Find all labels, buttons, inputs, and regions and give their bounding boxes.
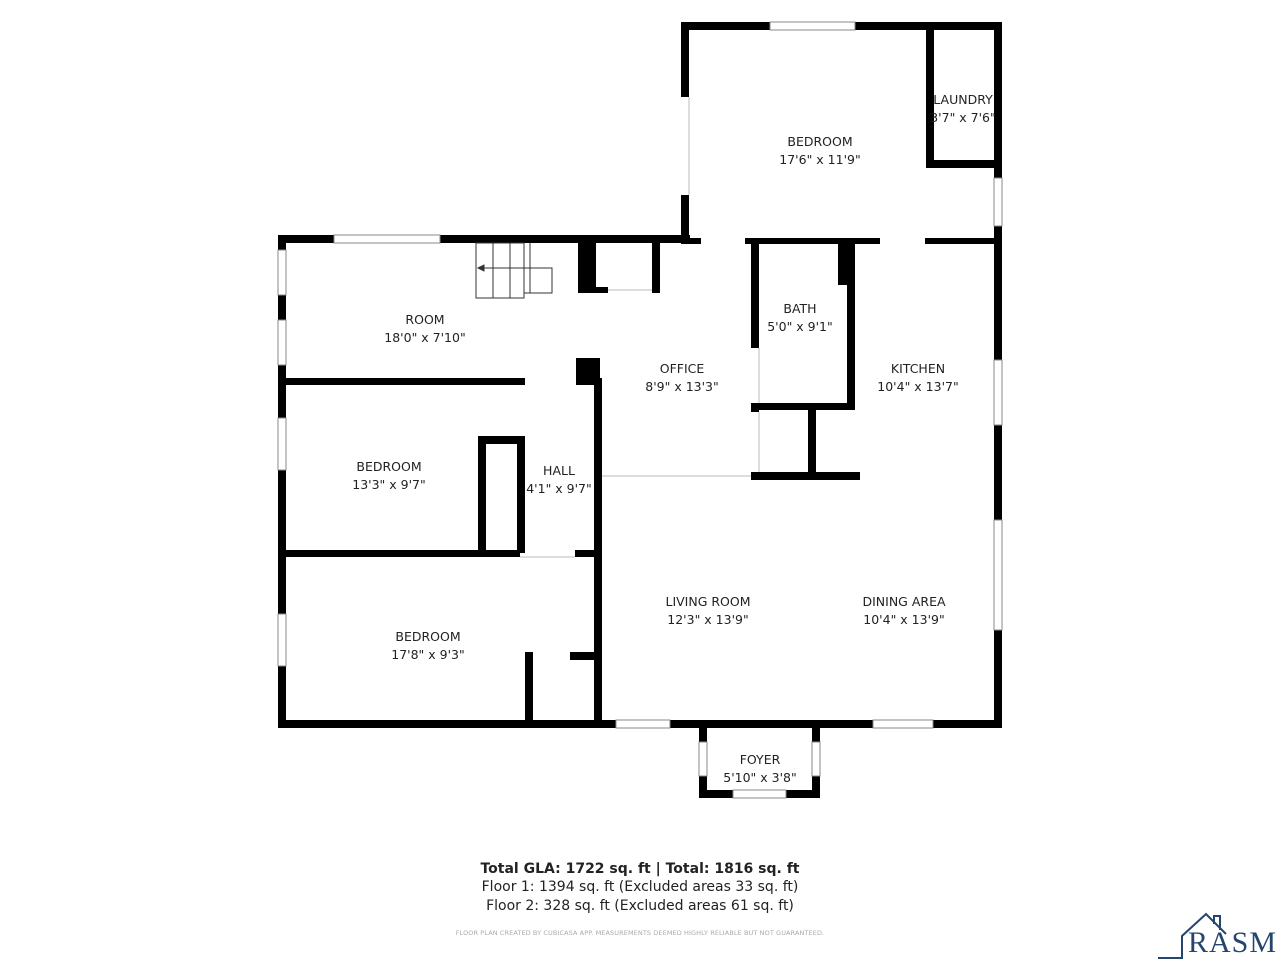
window (277, 319, 287, 366)
room-name: BEDROOM (395, 629, 461, 644)
room-size: 17'8" x 9'3" (391, 647, 465, 662)
room-size: 17'6" x 11'9" (779, 152, 861, 167)
room-name: BEDROOM (787, 134, 853, 149)
wall (745, 238, 880, 244)
wall (681, 238, 701, 244)
window (732, 789, 787, 799)
wall (751, 403, 855, 410)
wall (517, 378, 525, 382)
room-size: 5'10" x 3'8" (723, 770, 797, 785)
room-label-dining-area: DINING AREA 10'4" x 13'9" (862, 593, 945, 629)
room-label-bedroom-upper: BEDROOM 17'6" x 11'9" (779, 133, 860, 169)
wall (786, 790, 820, 798)
window (277, 417, 287, 471)
room-label-hall: HALL 4'1" x 9'7" (526, 462, 592, 498)
wall (278, 550, 520, 557)
wall (926, 160, 1002, 168)
room-label-bedroom-2: BEDROOM 13'3" x 9'7" (352, 458, 425, 494)
wall (570, 652, 600, 660)
room-size: 13'3" x 9'7" (352, 477, 426, 492)
wall (652, 243, 660, 293)
window (277, 613, 287, 667)
room-name: BATH (783, 301, 817, 316)
room-name: BEDROOM (356, 459, 422, 474)
room-label-bedroom-3: BEDROOM 17'8" x 9'3" (391, 628, 464, 664)
room-name: KITCHEN (890, 361, 946, 376)
room-name: FOYER (739, 752, 781, 767)
wall (575, 550, 600, 557)
room-size: 10'4" x 13'7" (877, 379, 959, 394)
floor-1-area: Floor 1: 1394 sq. ft (Excluded areas 33 … (481, 879, 799, 895)
wall (681, 195, 689, 243)
stair-arrow-icon (476, 264, 485, 272)
wall (517, 436, 525, 553)
room-label-laundry: LAUNDRY 3'7" x 7'6" (930, 91, 996, 127)
wall (681, 22, 689, 97)
floor-2-area: Floor 2: 328 sq. ft (Excluded areas 61 s… (486, 898, 794, 914)
openings (520, 97, 760, 558)
window (698, 741, 708, 777)
room-label-living-room: LIVING ROOM 12'3" x 13'9" (665, 593, 750, 629)
wall (751, 472, 860, 480)
house-icon (1158, 912, 1227, 959)
room-size: 5'0" x 9'1" (767, 319, 833, 334)
walls (278, 22, 1002, 798)
wall (925, 238, 1002, 244)
stair-outline (475, 242, 525, 299)
wall (847, 238, 855, 408)
wall (278, 235, 286, 728)
wall (838, 243, 850, 285)
wall (808, 405, 816, 478)
wall (478, 436, 525, 444)
window (872, 719, 934, 729)
room-name: LAUNDRY (933, 92, 993, 107)
wall (926, 22, 934, 168)
room-name: LIVING ROOM (665, 594, 751, 609)
room-label-bath: BATH 5'0" x 9'1" (767, 300, 833, 336)
room-label-foyer: FOYER 5'10" x 3'8" (723, 751, 796, 787)
total-area: Total GLA: 1722 sq. ft | Total: 1816 sq.… (480, 861, 800, 877)
rasm-logo: RASM (1150, 908, 1280, 960)
window (993, 519, 1003, 631)
disclaimer: FLOOR PLAN CREATED BY CUBICASA APP. MEAS… (455, 929, 825, 937)
window (333, 234, 441, 244)
room-size: 4'1" x 9'7" (526, 481, 592, 496)
window (993, 359, 1003, 426)
room-size: 3'7" x 7'6" (930, 110, 996, 125)
logo-text: RASM (1188, 926, 1278, 959)
wall (751, 238, 759, 348)
room-size: 10'4" x 13'9" (863, 612, 945, 627)
room-size: 18'0" x 7'10" (384, 330, 466, 345)
wall (478, 436, 486, 553)
window (811, 741, 821, 777)
windows (277, 21, 1003, 799)
wall (525, 652, 533, 720)
wall (699, 790, 733, 798)
room-name: DINING AREA (862, 594, 946, 609)
wall (278, 378, 525, 385)
window (993, 177, 1003, 227)
floor-plan (277, 21, 1003, 799)
window (769, 21, 856, 31)
room-label-office: OFFICE 8'9" x 13'3" (645, 360, 718, 396)
wall (578, 243, 596, 293)
room-name: OFFICE (659, 361, 705, 376)
window (615, 719, 671, 729)
room-label-room: ROOM 18'0" x 7'10" (384, 311, 465, 347)
window (277, 249, 287, 296)
wall (278, 235, 690, 243)
room-label-kitchen: KITCHEN 10'4" x 13'7" (877, 360, 958, 396)
room-size: 12'3" x 13'9" (667, 612, 749, 627)
room-size: 8'9" x 13'3" (645, 379, 719, 394)
stair-direction-line (478, 267, 553, 294)
room-name: HALL (543, 463, 575, 478)
wall (525, 652, 533, 660)
wall (596, 287, 608, 293)
room-name: ROOM (405, 312, 445, 327)
stairs (475, 242, 553, 299)
